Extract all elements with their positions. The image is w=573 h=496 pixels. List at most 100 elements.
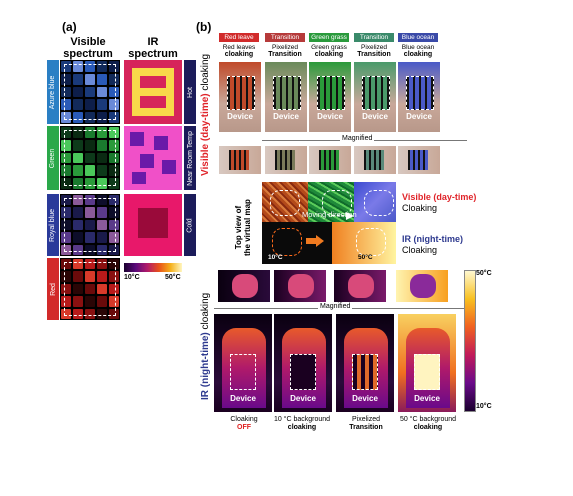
column-caption-line2: cloaking — [403, 51, 433, 58]
colorbar-min-label: 10°C — [124, 274, 140, 281]
virtual-map-top: Moving direction — [262, 182, 396, 222]
column-caption-line1: Green grass — [311, 44, 347, 51]
row-color-label: Royal blue — [49, 208, 57, 242]
panel-b-label: (b) — [196, 20, 212, 34]
ir-caption-line2: Transition — [349, 424, 383, 431]
device-label: Device — [352, 394, 378, 403]
row-color-tag: Red — [47, 258, 59, 320]
row-color-tag: Royal blue — [47, 194, 59, 256]
ir-magnified-label: Magnified — [318, 303, 353, 310]
map-temp-high: 50°C — [358, 254, 373, 261]
ir-large-frame: Device — [398, 314, 456, 412]
device-label: Device — [406, 112, 432, 121]
visible-tile-array — [60, 60, 120, 124]
ir-state-label: Hot — [186, 86, 194, 98]
ir-caption-line2: cloaking — [413, 424, 443, 431]
visible-tile-array — [60, 258, 120, 320]
magnified-label: Magnified — [340, 135, 375, 142]
visible-photo: Device — [219, 62, 261, 132]
row-color-label: Red — [49, 282, 57, 296]
column-tag: Transition — [265, 33, 305, 42]
visible-photo: Device — [309, 62, 351, 132]
row-color-label: Azure blue — [49, 75, 57, 109]
column-caption-line1: Pixelized — [360, 44, 387, 51]
device-label: Device — [317, 112, 343, 121]
ir-tile-array — [124, 126, 182, 190]
ir-state-label: Cold — [186, 217, 194, 233]
ir-state-tag: Near Room Temp — [184, 126, 196, 190]
device-label: Device — [414, 394, 440, 403]
ir-small-frame — [396, 270, 448, 302]
ir-small-frame — [334, 270, 386, 302]
ir-state-tag: Hot — [184, 60, 196, 124]
map-ir-cloaking-label: IR (night-time) Cloaking — [402, 234, 463, 255]
device-label: Device — [227, 112, 253, 121]
visible-tile-array — [60, 126, 120, 190]
row-color-label: Green — [49, 148, 57, 168]
visible-tile-array — [60, 194, 120, 256]
ir-colorbar-max: 50°C — [476, 270, 492, 277]
visible-magnified-photo — [354, 146, 396, 174]
ir-large-frame: Device — [336, 314, 394, 412]
column-caption-line1: Blue ocean — [401, 44, 435, 51]
row-color-tag: Azure blue — [47, 60, 59, 124]
device-label: Device — [290, 394, 316, 403]
panel-a-label: (a) — [62, 20, 77, 34]
ir-state-label: Near Room Temp — [186, 130, 194, 186]
visible-magnified-photo — [265, 146, 307, 174]
column-caption-line1: Pixelized — [271, 44, 298, 51]
row-color-tag: Green — [47, 126, 59, 190]
visible-cloaking-side-label: Visible (day-time) cloaking — [200, 53, 211, 176]
ir-caption-line1: 10 °C background — [273, 416, 331, 423]
map-visible-cloaking-label: Visible (day-time) Cloaking — [402, 192, 477, 213]
ir-small-frame — [274, 270, 326, 302]
device-label: Device — [230, 394, 256, 403]
device-label: Device — [273, 112, 299, 121]
visible-magnified-photo — [309, 146, 351, 174]
visible-magnified-photo — [219, 146, 261, 174]
ir-colorbar-min: 10°C — [476, 403, 492, 410]
ir-small-frame — [218, 270, 270, 302]
visible-photo: Device — [398, 62, 440, 132]
ir-caption-line1: 50 °C background — [399, 416, 457, 423]
ir-caption-line2: cloaking — [287, 424, 317, 431]
visible-photo: Device — [354, 62, 396, 132]
column-caption-line1: Red leaves — [222, 44, 256, 51]
arrow-right-icon — [306, 238, 316, 244]
moving-direction-label: Moving direction — [302, 210, 357, 219]
arrow-right-icon — [316, 235, 324, 247]
visible-magnified-photo — [398, 146, 440, 174]
ir-caption-line1: Pixelized — [351, 416, 380, 423]
arrow-right-icon — [346, 212, 354, 220]
virtual-map-ir: 10°C 50°C — [262, 222, 396, 264]
ir-cloaking-side-label: IR (night-time) cloaking — [200, 292, 211, 400]
column-caption-line2: Transition — [268, 51, 302, 58]
ir-state-tag: Cold — [184, 194, 196, 256]
ir-tile-array — [124, 60, 182, 124]
ir-colorbar — [464, 270, 476, 412]
column-tag: Transition — [354, 33, 394, 42]
ir-large-frame: Device — [214, 314, 272, 412]
visible-spectrum-title: Visible spectrum — [63, 36, 113, 60]
device-label: Device — [362, 112, 388, 121]
ir-large-frame: Device — [274, 314, 332, 412]
column-tag: Blue ocean — [398, 33, 438, 42]
map-temp-low: 10°C — [268, 254, 283, 261]
top-view-label: Top view of the virtual map — [234, 199, 252, 256]
visible-photo: Device — [265, 62, 307, 132]
column-tag: Red leave — [219, 33, 259, 42]
ir-caption-line1: Cloaking — [230, 416, 258, 423]
column-caption-line2: Transition — [357, 51, 391, 58]
column-tag: Green grass — [309, 33, 349, 42]
column-caption-line2: cloaking — [314, 51, 344, 58]
colorbar-max-label: 50°C — [165, 274, 181, 281]
